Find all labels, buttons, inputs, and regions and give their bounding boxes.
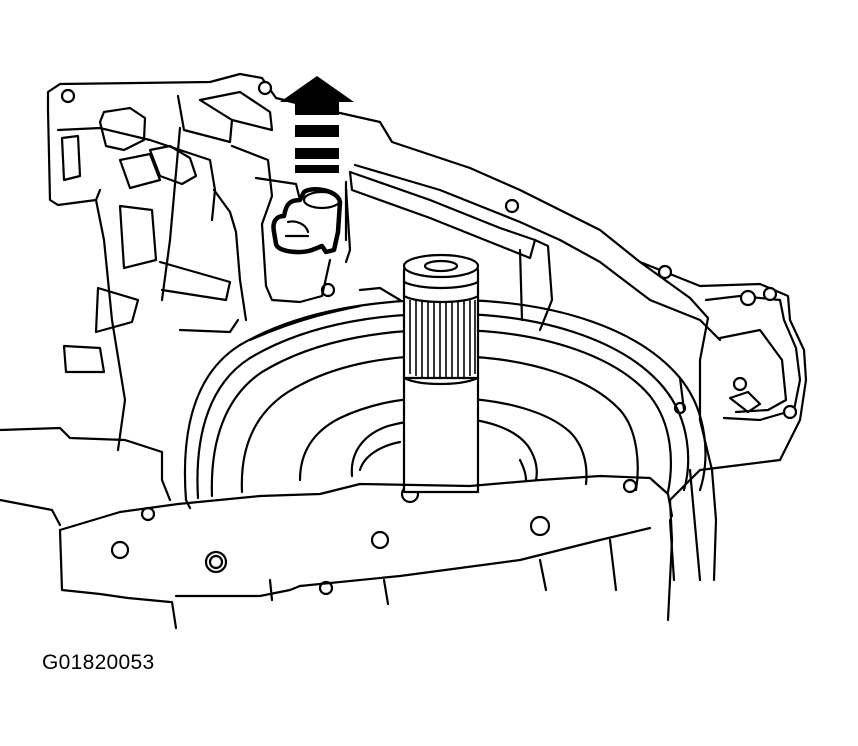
- bolt-hole: [762, 286, 778, 302]
- bolt-hole: [732, 376, 748, 392]
- bolt-hole: [257, 80, 273, 96]
- bolt-hole: [529, 515, 551, 537]
- bolt-hole: [60, 88, 76, 104]
- shaft-splines: [409, 300, 476, 378]
- bolt-hole: [739, 289, 757, 307]
- bolt-hole: [110, 540, 130, 560]
- bolt-hole: [208, 554, 224, 570]
- bolt-hole: [504, 198, 520, 214]
- input-shaft: [402, 253, 480, 494]
- bolt-hole: [370, 530, 390, 550]
- figure-id-label: G01820053: [42, 651, 155, 674]
- lower-flange: [58, 474, 676, 630]
- accumulator-piston: [230, 144, 352, 304]
- bolt-hole: [622, 478, 638, 494]
- bolt-hole: [782, 404, 798, 420]
- up-arrow-icon: [280, 76, 354, 173]
- bolt-hole: [318, 580, 334, 596]
- transmission-case: [0, 72, 808, 622]
- bolt-hole: [657, 264, 673, 280]
